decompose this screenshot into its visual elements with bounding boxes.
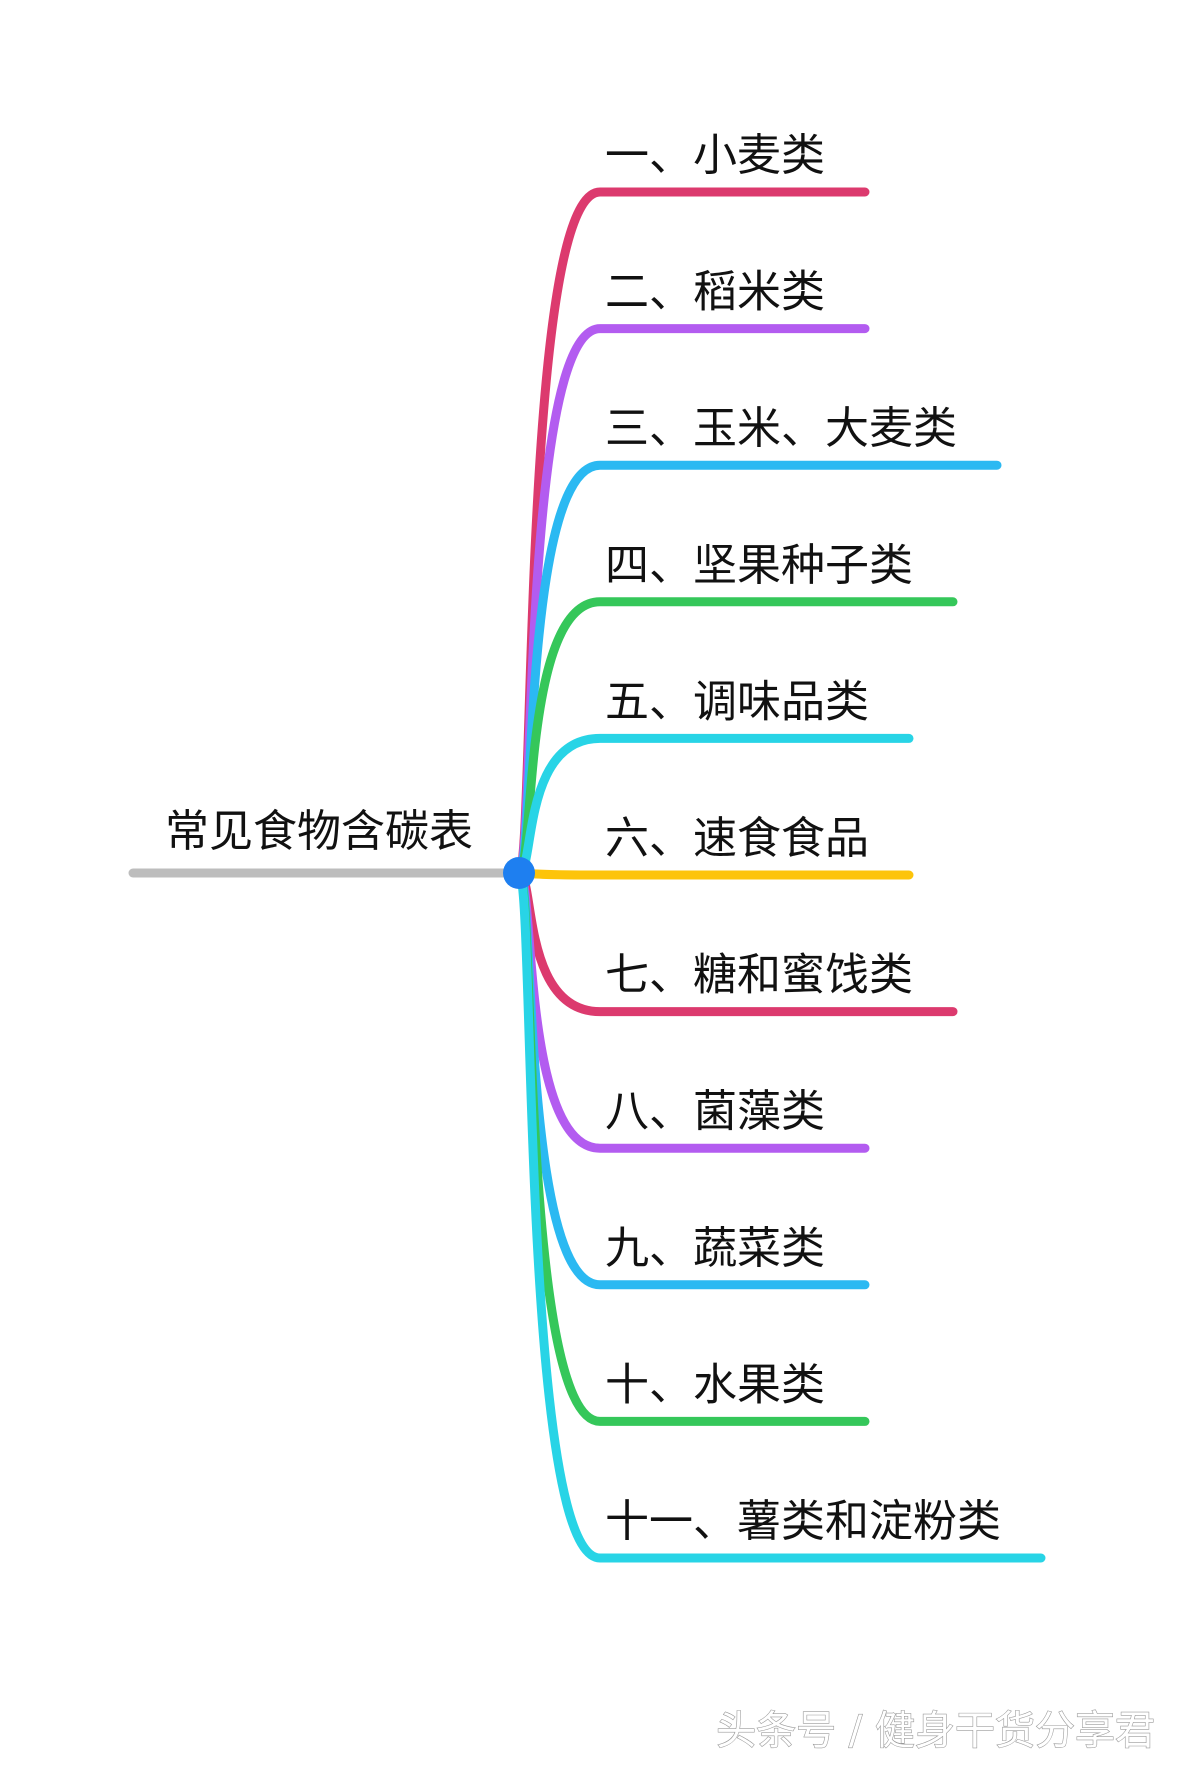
branch-label: 二、稻米类: [605, 267, 825, 318]
branch-label: 五、调味品类: [605, 676, 869, 727]
branch-line: [514, 868, 1046, 1563]
branch-labels: 一、小麦类二、稻米类三、玉米、大麦类四、坚果种子类五、调味品类六、速食食品七、糖…: [605, 130, 1001, 1547]
branch-line: [514, 460, 1002, 878]
branch-label: 十一、薯类和淀粉类: [605, 1496, 1001, 1547]
root-node[interactable]: [503, 857, 535, 889]
branch-label: 七、糖和蜜饯类: [605, 950, 913, 1001]
watermark: 头条号 / 健身干货分享君: [716, 1708, 1155, 1754]
branch-lines: [514, 187, 1046, 1563]
root-label: 常见食物含碳表: [165, 806, 473, 857]
branch-label: 一、小麦类: [605, 130, 825, 181]
branch-label: 四、坚果种子类: [605, 540, 913, 591]
branch-label: 九、蔬菜类: [605, 1223, 825, 1274]
branch-label: 八、菌藻类: [605, 1086, 825, 1137]
branch-label: 三、玉米、大麦类: [605, 403, 957, 454]
branch-line: [514, 868, 914, 880]
branch-label: 十、水果类: [605, 1359, 825, 1410]
branch-label: 六、速食食品: [605, 813, 869, 864]
